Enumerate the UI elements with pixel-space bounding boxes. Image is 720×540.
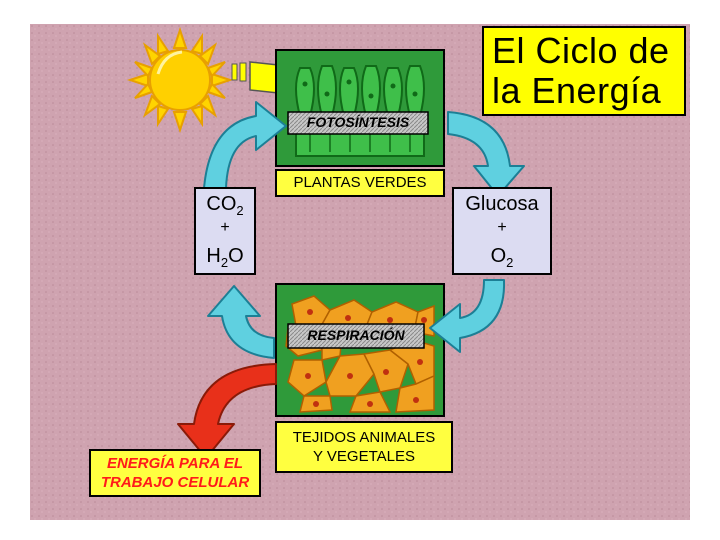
- title-box: El Ciclo de la Energía: [482, 26, 686, 116]
- slide: El Ciclo de la Energía FOTOSÍNTESIS PLAN…: [30, 24, 690, 520]
- h2o-o-text: O: [228, 245, 244, 267]
- title-line-2: la Energía: [492, 70, 662, 111]
- cycle-arrow-icon: [203, 101, 525, 359]
- co2-plus: +: [220, 219, 230, 236]
- o2-formula: O2: [454, 245, 550, 270]
- respiration-label: RESPIRACIÓN: [307, 327, 405, 343]
- co2-subscript: 2: [236, 203, 244, 218]
- co2-text: CO: [206, 193, 237, 215]
- energy-label-box: [89, 449, 261, 497]
- energy-label: ENERGÍA PARA EL TRABAJO CELULAR: [90, 454, 260, 492]
- respiration-label-box: [287, 323, 425, 349]
- o2-text: O: [490, 245, 507, 267]
- tissues-label-line-2: Y VEGETALES: [313, 448, 415, 465]
- energy-arrow-icon: [177, 363, 277, 459]
- glucose-plus: +: [497, 219, 507, 236]
- h2o-formula: H2O: [196, 245, 254, 270]
- o2-subscript: 2: [506, 255, 514, 270]
- tissues-label-line-1: TEJIDOS ANIMALES: [292, 429, 436, 446]
- tissues-label: TEJIDOS ANIMALES Y VEGETALES: [276, 428, 452, 466]
- co2-h2o-box: CO2 + H2O: [194, 187, 256, 275]
- photosynthesis-label-box: [287, 111, 429, 135]
- sun-icon: [126, 26, 234, 134]
- title-line-1: El Ciclo de: [492, 30, 670, 71]
- glucose-text: Glucosa: [465, 193, 539, 215]
- plants-panel: [275, 49, 445, 167]
- photosynthesis-label: FOTOSÍNTESIS: [306, 114, 410, 130]
- co2-formula: CO2: [196, 193, 254, 218]
- plants-label-box: [275, 169, 445, 197]
- energy-label-line-1: ENERGÍA PARA EL: [106, 455, 244, 472]
- h2o-h-text: H: [206, 245, 221, 267]
- energy-label-line-2: TRABAJO CELULAR: [100, 474, 250, 491]
- tissues-label-box: [275, 421, 453, 473]
- tissues-panel: [275, 283, 445, 417]
- plants-label: PLANTAS VERDES: [293, 174, 427, 191]
- glucose-o2-box: Glucosa + O2: [452, 187, 552, 275]
- h2o-subscript: 2: [220, 255, 229, 270]
